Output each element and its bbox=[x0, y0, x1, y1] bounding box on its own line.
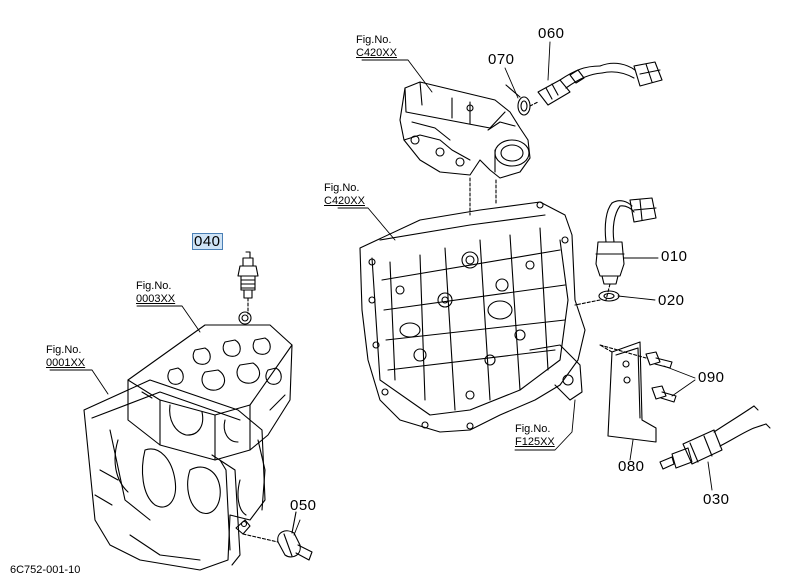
part-callout-060[interactable]: 060 bbox=[538, 25, 565, 42]
part-040-drawing bbox=[238, 252, 258, 314]
part-callout-030[interactable]: 030 bbox=[703, 491, 730, 508]
part-callout-040-selected[interactable]: 040 bbox=[192, 233, 223, 250]
fig-ref-0001xx[interactable]: Fig.No. 0001XX bbox=[46, 344, 85, 370]
part-060-drawing bbox=[538, 62, 662, 105]
part-callout-080[interactable]: 080 bbox=[618, 458, 645, 475]
drawing-id: 6C752-001-10 bbox=[10, 564, 81, 576]
part-050-drawing bbox=[236, 512, 312, 560]
part-010-drawing bbox=[596, 198, 656, 300]
fig-ref-label: Fig.No. bbox=[136, 280, 172, 292]
part-callout-010[interactable]: 010 bbox=[661, 248, 688, 265]
fig-ref-code: 0003XX bbox=[136, 293, 176, 305]
part-080-drawing bbox=[600, 342, 656, 442]
fig-ref-c420xx-top[interactable]: Fig.No. C420XX bbox=[356, 34, 397, 60]
fig-ref-label: Fig.No. bbox=[46, 344, 82, 356]
transmission-case-drawing bbox=[360, 178, 585, 432]
leader-lines bbox=[50, 42, 712, 535]
part-070-drawing bbox=[506, 85, 538, 115]
part-callout-090[interactable]: 090 bbox=[698, 369, 725, 386]
part-030-drawing bbox=[660, 406, 770, 469]
fig-ref-label: Fig.No. bbox=[356, 34, 392, 46]
fig-ref-code: 0001XX bbox=[46, 357, 86, 369]
part-090-drawing bbox=[600, 345, 676, 402]
engine-block-drawing bbox=[84, 380, 265, 570]
part-callout-050[interactable]: 050 bbox=[290, 497, 317, 514]
fig-ref-label: Fig.No. bbox=[324, 182, 360, 194]
hydraulic-cover-drawing bbox=[400, 82, 530, 178]
fig-ref-code: F125XX bbox=[515, 436, 555, 448]
cylinder-head-drawing bbox=[128, 312, 292, 460]
fig-ref-f125xx[interactable]: Fig.No. F125XX bbox=[515, 423, 555, 449]
fig-ref-code: C420XX bbox=[324, 195, 365, 207]
part-020-drawing bbox=[575, 291, 619, 305]
fig-ref-code: C420XX bbox=[356, 47, 397, 59]
fig-ref-c420xx-mid[interactable]: Fig.No. C420XX bbox=[324, 182, 365, 208]
fig-ref-label: Fig.No. bbox=[515, 423, 551, 435]
fig-ref-0003xx[interactable]: Fig.No. 0003XX bbox=[136, 280, 175, 306]
part-callout-070[interactable]: 070 bbox=[488, 51, 515, 68]
part-callout-020[interactable]: 020 bbox=[658, 292, 685, 309]
